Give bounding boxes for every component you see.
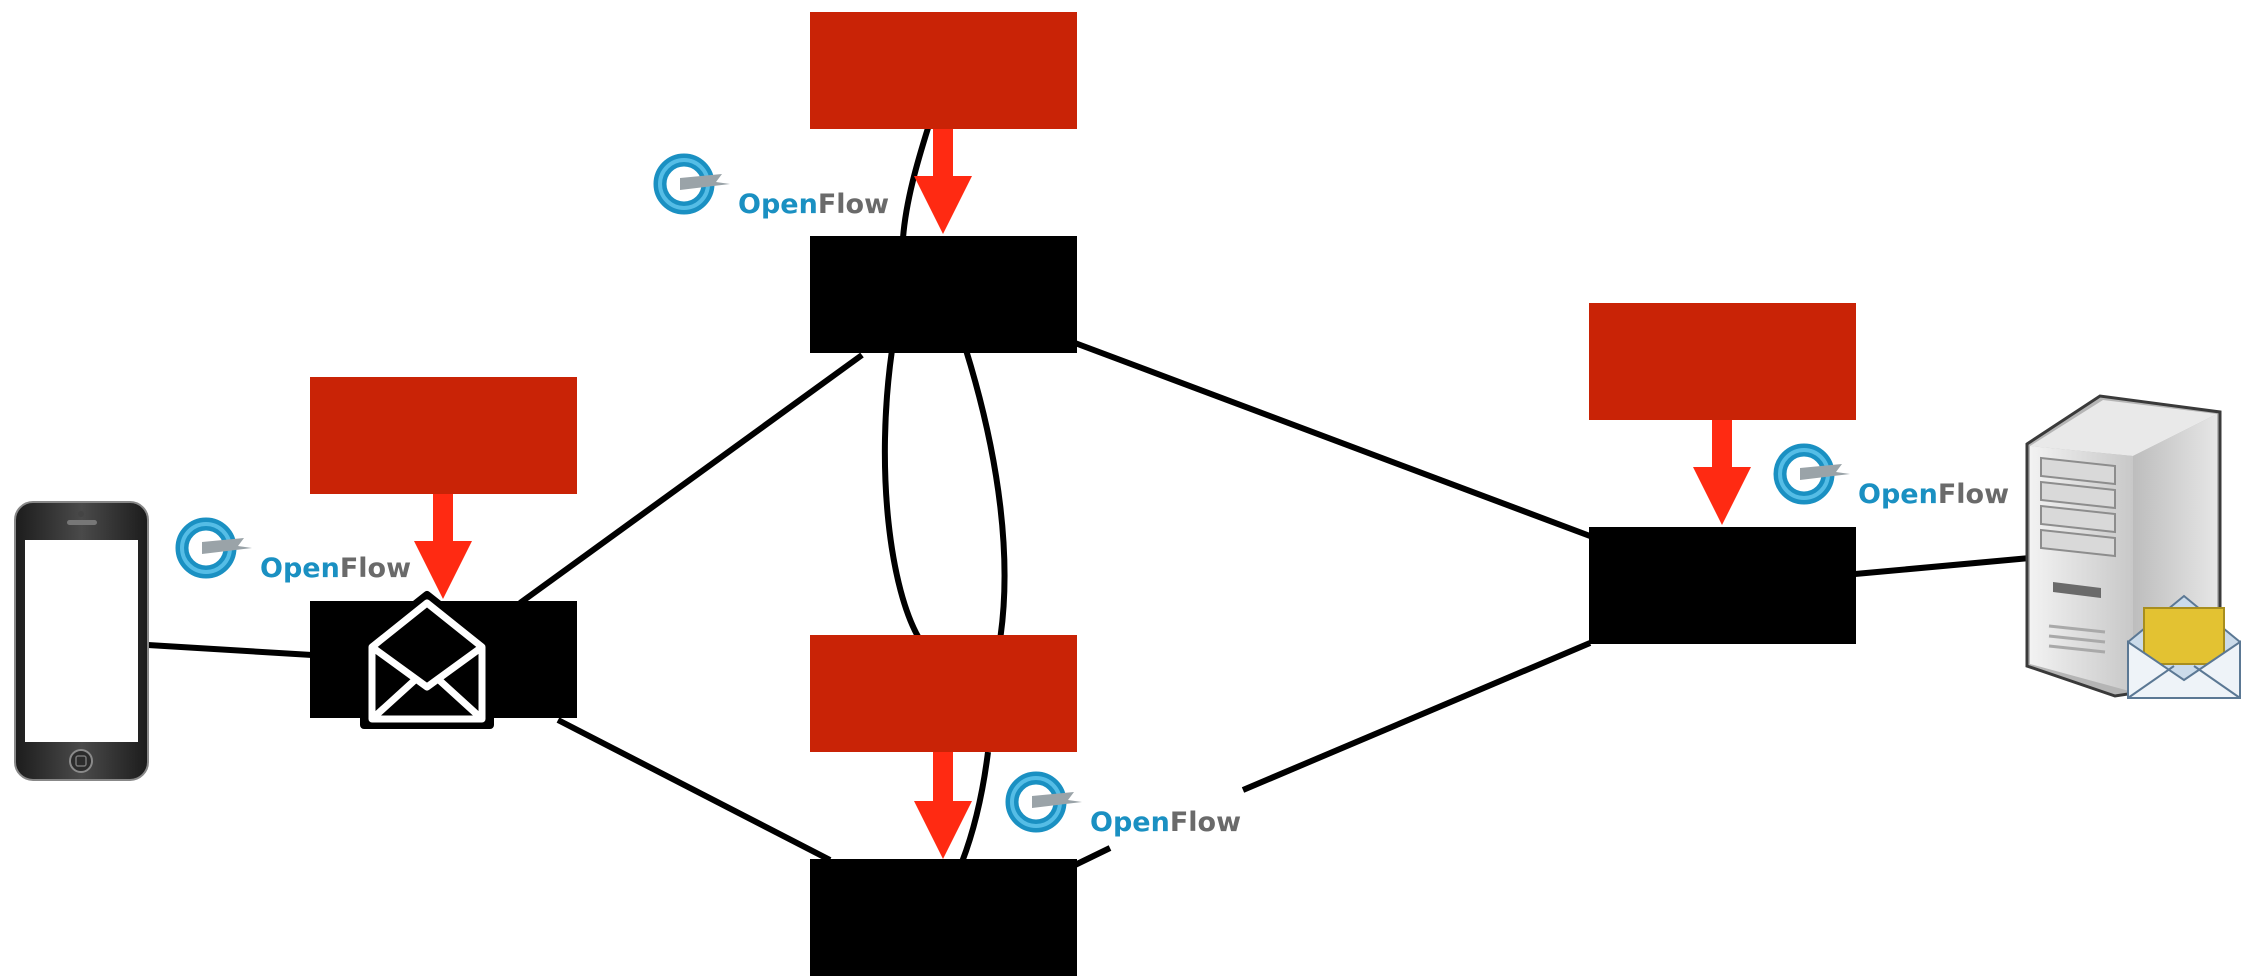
- controllers: [310, 12, 1856, 752]
- svg-text:OpenFlow: OpenFlow: [260, 553, 411, 584]
- openflow-flow-text: Flow: [818, 189, 889, 220]
- link-s2-s4-lower: [959, 751, 991, 864]
- switches: [310, 236, 1856, 976]
- link-s2-s4-left: [881, 349, 923, 642]
- controller-left: [310, 377, 577, 494]
- arrow-top: [914, 129, 972, 234]
- link-s1-s4: [556, 717, 832, 863]
- arrow-right: [1693, 420, 1751, 525]
- link-s2-s4-right: [963, 349, 1008, 641]
- link-s3-s4b: [1073, 845, 1112, 868]
- openflow-logo-top: OpenFlow: [653, 153, 889, 220]
- link-s3-s4a: [1241, 640, 1592, 793]
- switch-bottom: [810, 859, 1077, 976]
- arrow-left: [414, 494, 472, 599]
- openflow-logo-left: OpenFlow: [175, 517, 411, 584]
- openflow-flow-text: Flow: [340, 553, 411, 584]
- openflow-logo-bottom: OpenFlow: [1005, 771, 1241, 838]
- openflow-logo-icon: [680, 174, 730, 190]
- openflow-logo-icon: [1032, 792, 1082, 808]
- openflow-open-text: Open: [1090, 807, 1170, 838]
- envelope-icon: [360, 591, 494, 729]
- smartphone-icon: [14, 501, 149, 781]
- openflow-open-text: Open: [1858, 479, 1938, 510]
- link-s2-s3: [1073, 340, 1592, 539]
- open-envelope-icon: [2127, 594, 2241, 699]
- switch-right: [1589, 527, 1856, 644]
- link-c2-s2: [900, 127, 931, 239]
- openflow-logo-icon: [1800, 464, 1850, 480]
- link-s3-server: [1854, 555, 2031, 577]
- links: [147, 127, 2031, 868]
- svg-text:OpenFlow: OpenFlow: [738, 189, 889, 220]
- controller-top: [810, 12, 1077, 129]
- link-phone-s1: [147, 642, 313, 658]
- svg-text:OpenFlow: OpenFlow: [1858, 479, 2009, 510]
- controller-right: [1589, 303, 1856, 420]
- openflow-open-text: Open: [738, 189, 818, 220]
- control-arrows: [414, 129, 1751, 859]
- openflow-logo-icon: [202, 538, 252, 554]
- arrow-bottom: [914, 752, 972, 859]
- controller-bottom: [810, 635, 1077, 752]
- link-s1-s2: [518, 352, 864, 606]
- openflow-flow-text: Flow: [1938, 479, 2009, 510]
- svg-text:OpenFlow: OpenFlow: [1090, 807, 1241, 838]
- openflow-flow-text: Flow: [1170, 807, 1241, 838]
- openflow-open-text: Open: [260, 553, 340, 584]
- switch-top: [810, 236, 1077, 353]
- openflow-logo-right: OpenFlow: [1773, 443, 2009, 510]
